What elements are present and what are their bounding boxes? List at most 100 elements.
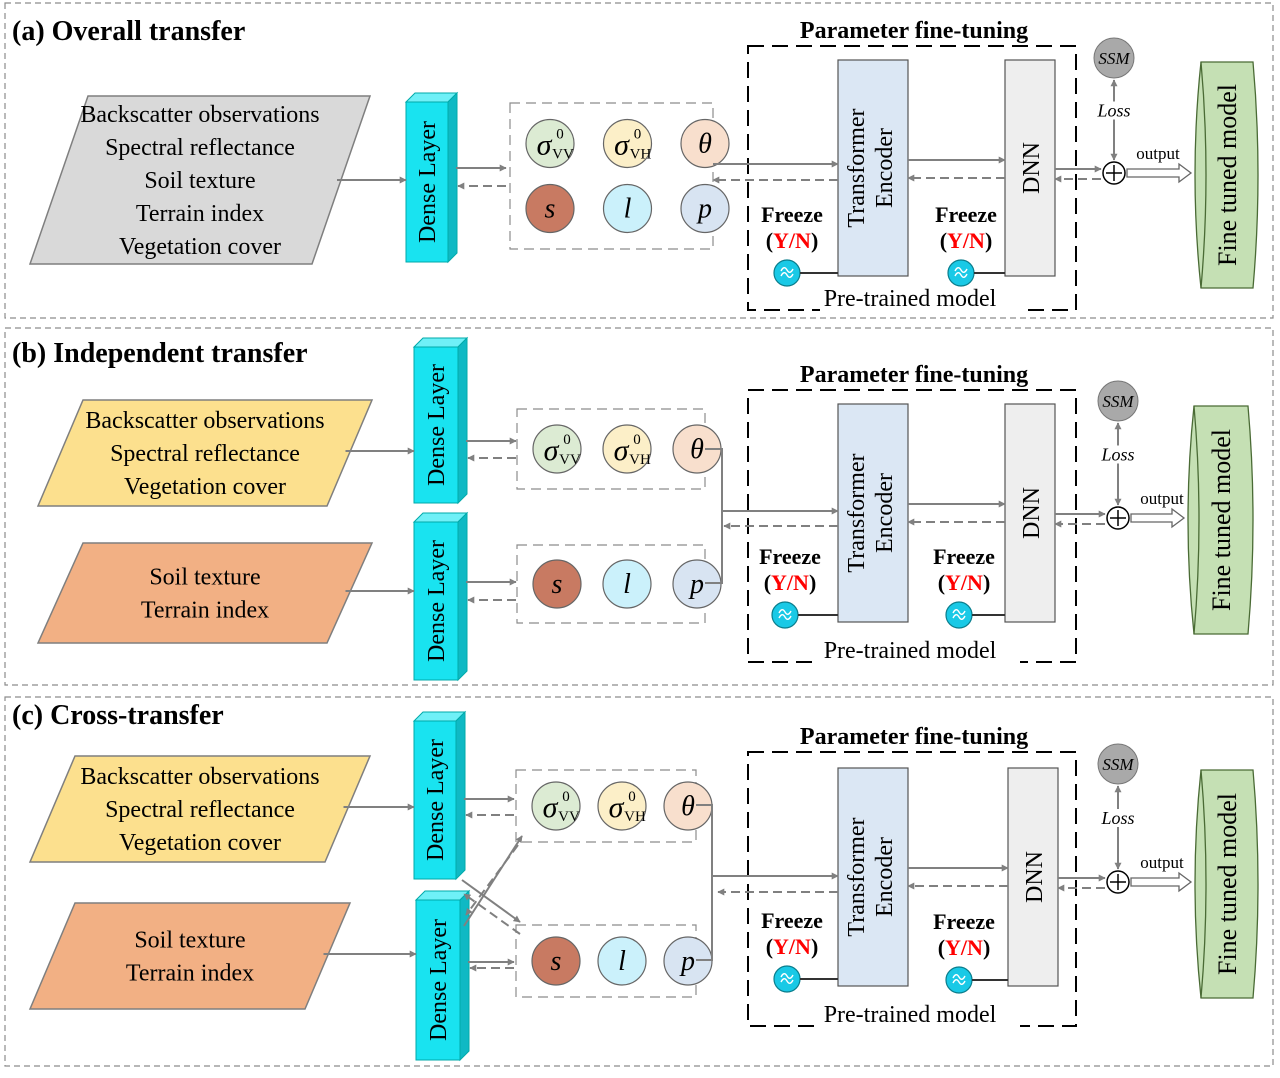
- variable-p-label: p: [679, 946, 695, 977]
- freeze-label: Freeze: [761, 908, 823, 933]
- variable-theta-label: θ: [698, 129, 712, 160]
- freeze-label: Freeze: [933, 909, 995, 934]
- output-label: output: [1140, 853, 1184, 872]
- fine-tuning-title: Parameter fine-tuning: [800, 362, 1028, 388]
- ssm-label: SSM: [1102, 755, 1134, 774]
- output-arrow: [1126, 162, 1193, 184]
- freeze-yn: Y/N: [773, 934, 811, 959]
- dense-layer-label: Dense Layer: [415, 121, 441, 243]
- sigma-symbol: σ: [537, 129, 553, 162]
- loss-label: Loss: [1100, 445, 1134, 465]
- dense-layer-face: [415, 899, 461, 1061]
- fine-tuned-label: Fine tuned model: [1213, 84, 1242, 266]
- input-label: Soil texture: [149, 565, 260, 591]
- dense-layer-face: [413, 720, 457, 880]
- sigma-symbol: σ: [614, 434, 630, 467]
- input-label: Terrain index: [126, 961, 254, 987]
- freeze-switch-icon: [773, 259, 801, 287]
- freeze-yn: Y/N: [947, 228, 985, 253]
- freeze-switch-wave: [780, 973, 794, 984]
- variable-s-label: s: [545, 194, 556, 225]
- panel-title: (a) Overall transfer: [12, 16, 245, 47]
- variable-s-label: s: [551, 946, 562, 977]
- sigma-subscript: VH: [624, 809, 646, 825]
- freeze-paren: (: [766, 934, 773, 959]
- encoder-label: Encoder: [872, 128, 898, 208]
- output-label: output: [1140, 489, 1184, 508]
- freeze-label: Freeze: [933, 544, 995, 569]
- dnn-block: [1004, 59, 1056, 277]
- pretrained-label-bg: [820, 638, 1020, 664]
- fine-tuned-model-cylinder: [1187, 405, 1254, 635]
- input-label: Terrain index: [141, 598, 269, 624]
- freeze-paren: ): [985, 228, 992, 253]
- cross-arrow-lower-to-upper: [463, 835, 523, 927]
- dense-layer-side: [457, 336, 468, 505]
- variable-sigma-vh: [602, 424, 652, 474]
- plus-sign: [1110, 510, 1126, 526]
- transformer-encoder-block: [837, 403, 909, 623]
- panel-frame: [4, 696, 1274, 1067]
- sigma-superscript: 0: [556, 127, 564, 143]
- variable-theta-label: θ: [681, 791, 695, 822]
- input-parallelogram: [28, 902, 352, 1010]
- freeze-switch-icon: [771, 601, 799, 629]
- sigma-superscript: 0: [628, 789, 636, 805]
- sigma-subscript: VV: [558, 809, 580, 825]
- loss-label-bg: [1092, 101, 1136, 120]
- fine-tuning-title-bg: [826, 726, 1002, 748]
- input-parallelogram: [36, 542, 374, 644]
- sigma-superscript: 0: [633, 432, 641, 448]
- freeze-paren: ): [983, 935, 990, 960]
- input-label: Soil texture: [144, 168, 255, 194]
- variable-p-label: p: [696, 194, 712, 225]
- dense-layer-label: Dense Layer: [424, 540, 450, 662]
- sigma-symbol: σ: [614, 129, 630, 162]
- dnn-label: DNN: [1019, 487, 1045, 539]
- variable-sigma-vv: [531, 781, 581, 831]
- input-label: Spectral reflectance: [110, 441, 300, 467]
- variable-l-label: l: [623, 569, 631, 600]
- sigma-symbol: σ: [543, 791, 559, 824]
- transformer-encoder-block: [837, 59, 909, 277]
- dense-layer-side: [457, 511, 468, 682]
- input-label: Spectral reflectance: [105, 135, 295, 161]
- encoder-label: Encoder: [872, 473, 898, 553]
- loss-label: Loss: [1096, 101, 1130, 121]
- variable-sigma-vh: [597, 781, 647, 831]
- fine-tuned-model-rim: [1193, 405, 1200, 635]
- variable-theta: [680, 118, 730, 169]
- loss-label: Loss: [1100, 808, 1134, 828]
- variable-merge-line: [696, 804, 713, 961]
- input-label: Backscatter observations: [85, 408, 324, 434]
- dnn-block: [1004, 403, 1056, 623]
- variable-l-label: l: [624, 194, 632, 225]
- sigma-symbol: σ: [544, 434, 560, 467]
- freeze-paren: ): [809, 570, 816, 595]
- freeze-switch-icon: [945, 601, 973, 629]
- sigma-superscript: 0: [563, 432, 571, 448]
- dense-layer-side: [459, 889, 470, 1062]
- input-label: Vegetation cover: [119, 234, 281, 260]
- sigma-superscript: 0: [634, 127, 642, 143]
- variable-l-label: l: [618, 946, 626, 977]
- transformer-label: Transformer: [844, 108, 870, 227]
- input-label: Terrain index: [136, 201, 264, 227]
- freeze-yn-label: (Y/N): [940, 228, 993, 253]
- pretrained-label: Pre-trained model: [824, 638, 997, 664]
- input-parallelogram: [28, 95, 372, 265]
- fine-tuned-model-cylinder: [1194, 61, 1259, 289]
- input-label: Vegetation cover: [119, 830, 281, 856]
- freeze-yn: Y/N: [945, 935, 983, 960]
- variable-l: [602, 559, 652, 609]
- input-parallelogram: [28, 755, 372, 863]
- fine-tuned-model-cylinder: [1194, 769, 1259, 999]
- freeze-switch-wave: [954, 267, 968, 278]
- variable-merge-line: [705, 448, 723, 584]
- transformer-encoder-block: [837, 767, 909, 987]
- freeze-paren: (: [938, 570, 945, 595]
- fine-tuned-model-rim: [1200, 61, 1207, 289]
